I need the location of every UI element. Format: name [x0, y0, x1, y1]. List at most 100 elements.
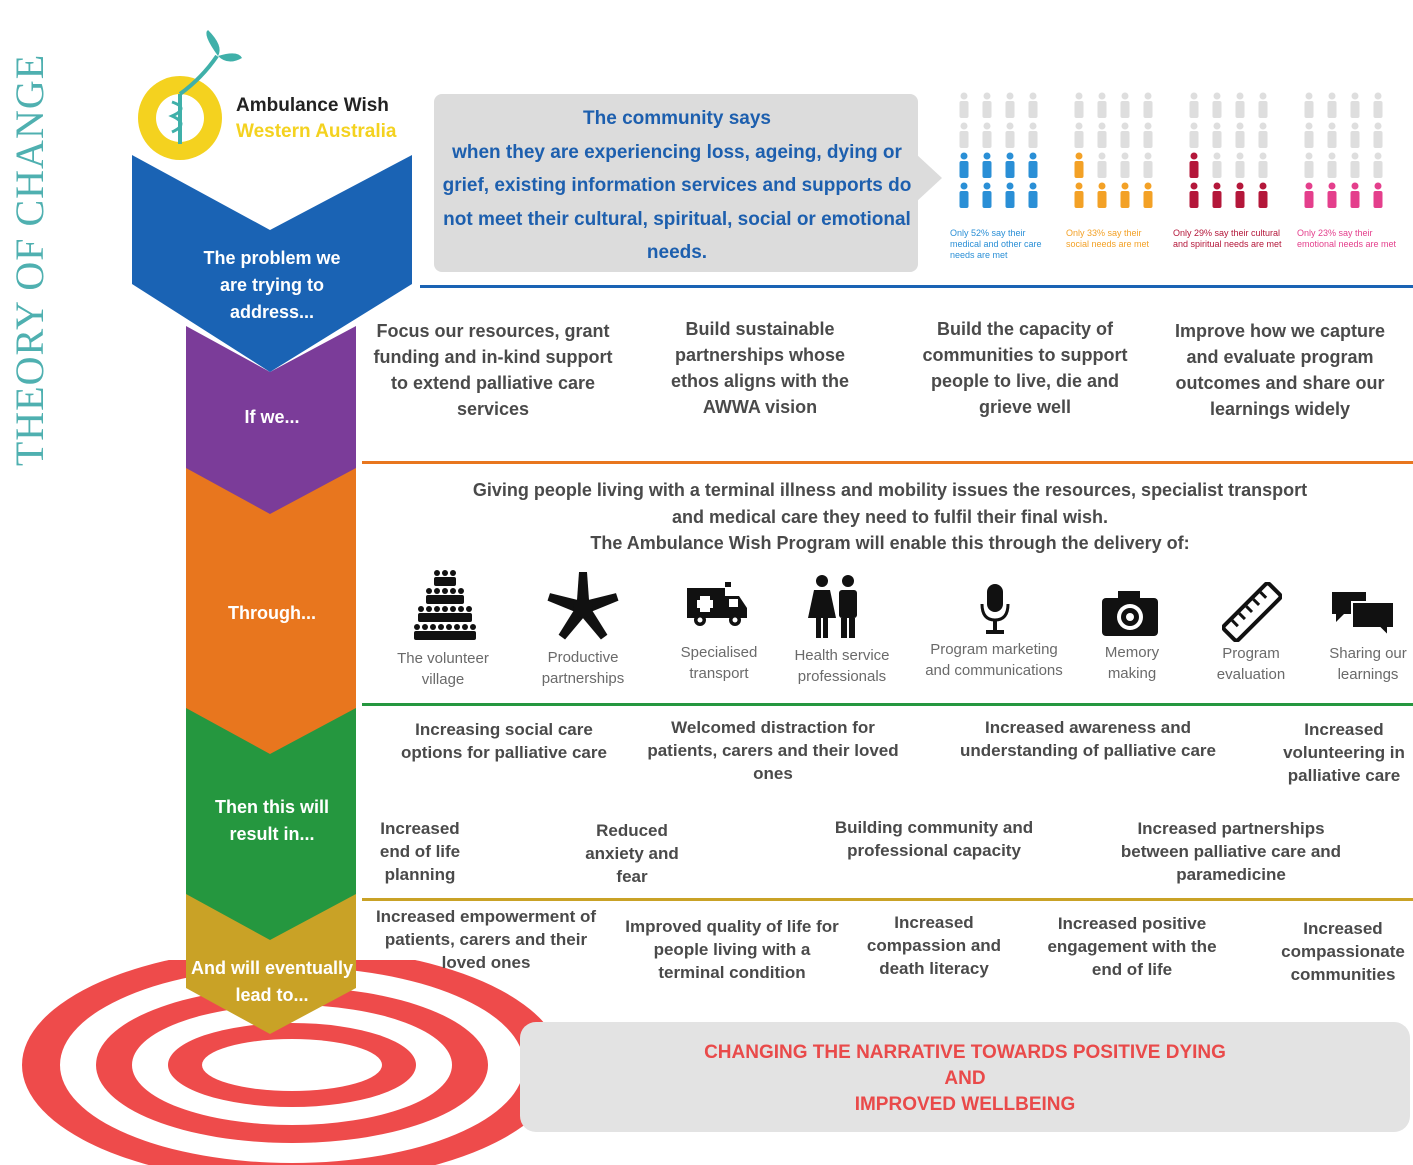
person-icon-filled — [1189, 161, 1199, 178]
person-icon-empty — [1028, 131, 1038, 148]
person-icon-empty — [1120, 131, 1130, 148]
eventually-item: Increased positive engagement with the e… — [1047, 914, 1217, 979]
person-icon-filled — [959, 191, 969, 208]
through-item-label: Sharing our learnings — [1329, 645, 1407, 683]
person-icon-empty — [1328, 92, 1336, 100]
community-title: The community says — [583, 108, 771, 129]
person-icon-empty — [960, 122, 968, 130]
person-icon-filled — [1074, 191, 1084, 208]
person-icon-filled — [1144, 182, 1152, 190]
person-icon-empty — [982, 131, 992, 148]
person-icon-filled — [1327, 191, 1337, 208]
divider-through — [362, 703, 1413, 706]
person-icon-empty — [1212, 161, 1222, 178]
person-icon-empty — [1075, 122, 1083, 130]
person-icon-empty — [983, 92, 991, 100]
person-icon-filled — [1350, 191, 1360, 208]
person-icon-empty — [1351, 92, 1359, 100]
person-icon-empty — [1304, 131, 1314, 148]
goal-line-1: CHANGING THE NARRATIVE TOWARDS POSITIVE … — [704, 1042, 1226, 1063]
person-icon-empty — [1189, 131, 1199, 148]
person-icon-filled — [1098, 182, 1106, 190]
person-icon-empty — [1351, 122, 1359, 130]
person-icon-empty — [1374, 92, 1382, 100]
stat-text-medical: Only 52% say their medical and other car… — [950, 228, 1042, 260]
through-item-label: Program marketing and communications — [925, 641, 1063, 679]
person-icon-filled — [1258, 191, 1268, 208]
person-icon-filled — [1005, 161, 1015, 178]
community-bubble — [434, 94, 918, 272]
person-icon-empty — [1213, 152, 1221, 160]
person-icon-empty — [1120, 161, 1130, 178]
person-icon-empty — [982, 101, 992, 118]
person-icon-empty — [1374, 122, 1382, 130]
person-icon-empty — [1190, 92, 1198, 100]
person-icon-empty — [1328, 152, 1336, 160]
stat-text-social: Only 33% say their social needs are met — [1066, 228, 1150, 249]
person-icon-filled — [1190, 182, 1198, 190]
person-icon-filled — [1006, 182, 1014, 190]
through-intro-line: The Ambulance Wish Program will enable t… — [590, 533, 1190, 553]
stats-people-grid — [959, 92, 1383, 208]
person-icon-empty — [1305, 152, 1313, 160]
person-icon-empty — [1305, 122, 1313, 130]
divider-result — [362, 898, 1413, 901]
person-icon-filled — [960, 152, 968, 160]
person-icon-filled — [1029, 152, 1037, 160]
if-we-item: Improve how we capture and evaluate prog… — [1174, 321, 1386, 419]
person-icon-filled — [1028, 161, 1038, 178]
person-icon-empty — [1236, 152, 1244, 160]
person-icon-empty — [1121, 152, 1129, 160]
person-icon-filled — [1212, 191, 1222, 208]
divider-if-we — [362, 461, 1413, 464]
person-icon-filled — [1213, 182, 1221, 190]
person-icon-empty — [1144, 92, 1152, 100]
person-icon-empty — [1236, 92, 1244, 100]
person-icon-filled — [1235, 191, 1245, 208]
person-icon-filled — [1236, 182, 1244, 190]
stage-chevron-orange — [186, 462, 356, 754]
person-icon-empty — [1005, 101, 1015, 118]
person-icon-empty — [959, 131, 969, 148]
person-icon-empty — [1098, 92, 1106, 100]
person-icon-empty — [1213, 92, 1221, 100]
person-icon-filled — [1075, 152, 1083, 160]
person-icon-filled — [1075, 182, 1083, 190]
person-icon-filled — [1097, 191, 1107, 208]
person-icon-empty — [1259, 122, 1267, 130]
person-icon-empty — [1373, 101, 1383, 118]
divider-problem — [420, 285, 1413, 288]
person-icon-empty — [1098, 122, 1106, 130]
result-item: Reduced anxiety and fear — [585, 821, 679, 886]
result-item: Increased volunteering in palliative car… — [1283, 720, 1405, 785]
person-icon-filled — [960, 182, 968, 190]
stage-chevrons — [132, 155, 412, 1034]
eventually-item: Increased compassionate communities — [1281, 919, 1405, 984]
person-icon-empty — [1235, 131, 1245, 148]
if-we-item: Focus our resources, grant funding and i… — [373, 321, 613, 419]
result-item: Increased awareness and understanding of… — [959, 718, 1216, 760]
through-item-label: Memory making — [1104, 644, 1160, 682]
through-item-label: Specialised transport — [680, 644, 758, 682]
person-icon-empty — [1212, 101, 1222, 118]
person-icon-filled — [1005, 191, 1015, 208]
person-icon-filled — [1074, 161, 1084, 178]
person-icon-empty — [1074, 131, 1084, 148]
person-icon-empty — [1006, 92, 1014, 100]
person-icon-empty — [983, 122, 991, 130]
person-icon-empty — [1350, 131, 1360, 148]
person-icon-empty — [1097, 161, 1107, 178]
person-icon-empty — [1144, 122, 1152, 130]
person-icon-empty — [1121, 92, 1129, 100]
goal-line-3: IMPROVED WELLBEING — [854, 1094, 1076, 1115]
logo-line-1: Ambulance Wish — [236, 95, 389, 116]
result-item: Increased end of life planning — [379, 819, 461, 884]
person-icon-empty — [1304, 101, 1314, 118]
health-professionals-icon — [808, 575, 857, 638]
person-icon-empty — [959, 101, 969, 118]
stage-chevron-green — [186, 702, 356, 940]
person-icon-empty — [1213, 122, 1221, 130]
person-icon-empty — [1097, 131, 1107, 148]
goal-box — [520, 1022, 1410, 1132]
person-icon-empty — [1097, 101, 1107, 118]
